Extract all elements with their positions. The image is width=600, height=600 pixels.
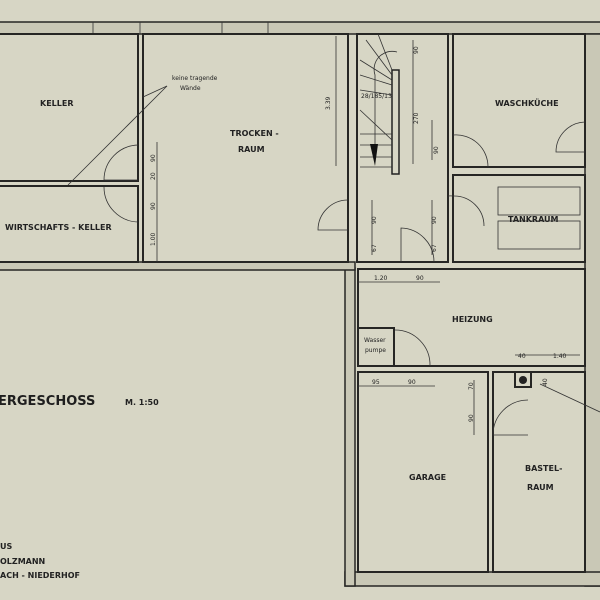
owner-line-2: OLZMANN (0, 557, 45, 566)
door-wasserpumpe (394, 329, 431, 367)
note-leader (67, 85, 168, 186)
label-pumpe: pumpe (365, 347, 386, 354)
owner-line-1: US (0, 542, 12, 551)
dim-b40: 40 (542, 378, 549, 386)
chimney-flue-icon (519, 376, 527, 384)
label-garage: GARAGE (409, 473, 446, 482)
room-garage (357, 371, 489, 573)
dim-hall-67r: 67 (431, 244, 438, 252)
dim-stair-90r: 90 (433, 146, 440, 154)
label-bastel: BASTEL- (525, 464, 562, 473)
room-bastelraum (492, 371, 586, 573)
dim-20: 20 (150, 172, 157, 180)
tank-2 (497, 220, 581, 250)
plan-title: ERGESCHOSS (0, 394, 95, 409)
outer-wall-right (584, 33, 600, 587)
dim-h40: 40 (518, 353, 526, 360)
outer-wall-bottom (344, 571, 600, 587)
room-keller (0, 33, 139, 182)
owner-line-3: ACH - NIEDERHOF (0, 571, 80, 580)
note-line-1: keine tragende (172, 75, 218, 82)
door-wirtschaft (103, 186, 139, 223)
label-raum: RAUM (527, 483, 554, 492)
label-keller: KELLER (40, 99, 73, 108)
dim-90a: 90 (150, 154, 157, 162)
wall-lower-left (344, 267, 356, 587)
dimension-lines (156, 36, 580, 435)
door-waschkueche-r (555, 121, 586, 153)
outer-wall-top (0, 21, 600, 35)
label-wirtschaftskeller: WIRTSCHAFTS - KELLER (5, 223, 112, 232)
stair-arrow-icon (370, 144, 378, 166)
door-tankraum (452, 195, 485, 227)
door-trocken (317, 199, 349, 231)
dim-h120: 1.20 (374, 275, 388, 282)
chimney (514, 371, 532, 388)
dim-hall-90l: 90 (371, 216, 378, 224)
doors (103, 121, 600, 436)
label-trockenraum-1: TROCKEN - (230, 129, 279, 138)
label-tankraum: TANKRAUM (508, 215, 559, 224)
dim-g95: 95 (372, 379, 380, 386)
dim-339: 3.39 (325, 96, 332, 110)
dim-hall-67l: 67 (371, 244, 378, 252)
plan-scale: M. 1:50 (125, 398, 159, 407)
door-keller (103, 144, 139, 181)
dim-h90: 90 (416, 275, 424, 282)
leader-bastel (539, 383, 600, 413)
dim-stair-90: 90 (413, 46, 420, 54)
staircase (359, 33, 400, 175)
dim-h140: 1.40 (553, 353, 567, 360)
room-tankraum (452, 174, 586, 263)
dim-g90v: 90 (468, 414, 475, 422)
room-heizung (357, 268, 586, 367)
label-waschkueche: WASCHKÜCHE (495, 98, 559, 108)
dim-g90: 90 (408, 379, 416, 386)
stair-label: 28/185/13 (361, 93, 392, 100)
label-heizung: HEIZUNG (452, 315, 493, 324)
dim-g70: 70 (468, 382, 475, 390)
dim-90b: 90 (150, 202, 157, 210)
windows-top (92, 22, 269, 34)
door-garage (492, 399, 529, 436)
tank-1 (497, 186, 581, 216)
dim-hall-90r: 90 (431, 216, 438, 224)
room-wirtschaftskeller (0, 185, 139, 263)
wall-middle (0, 261, 356, 271)
room-trockenraum (142, 33, 349, 263)
room-waschkueche (452, 33, 586, 168)
door-hall (400, 227, 435, 263)
label-wasser: Wasser (364, 337, 386, 344)
label-trockenraum-2: RAUM (238, 145, 265, 154)
dim-stair-270: 270 (413, 112, 420, 124)
note-line-2: Wände (180, 85, 201, 92)
room-wasserpumpe (357, 327, 395, 367)
dim-100: 1.00 (150, 232, 157, 246)
door-waschkueche (452, 134, 489, 168)
stair-hall (356, 33, 449, 263)
dimension-labels: 3.39 90 20 90 1.00 90 270 90 90 67 90 67… (150, 46, 567, 422)
